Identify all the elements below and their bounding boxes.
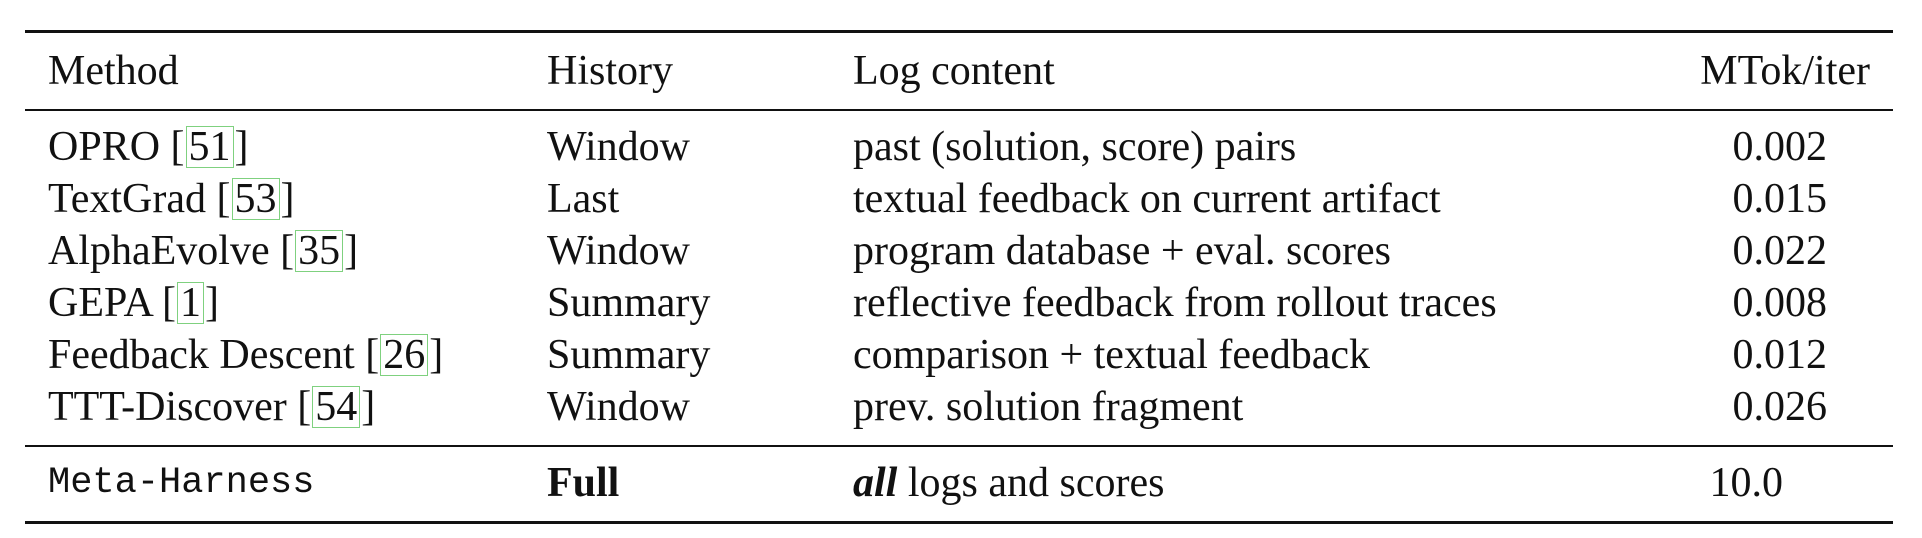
mtok-cell: 0.008 [1732,280,1828,326]
header-method: Method [48,48,179,94]
method-cell: Meta-Harness [48,462,315,504]
method-cell: OPRO [51] [48,124,249,170]
history-cell: Last [547,176,620,222]
log-cell: past (solution, score) pairs [853,124,1297,170]
history-cell: Window [547,384,690,430]
log-rest: logs and scores [897,460,1165,506]
top-rule [25,30,1893,33]
mtok-cell: 10.0 [1709,460,1784,506]
log-cell: all logs and scores [853,458,1164,508]
mtok-cell: 0.022 [1732,228,1828,274]
history-cell: Window [547,228,690,274]
header-rule [25,109,1893,111]
method-name: Feedback Descent [48,332,355,378]
header-history: History [547,48,673,94]
mtok-cell: 0.002 [1732,124,1828,170]
method-cell: Feedback Descent [26] [48,332,444,378]
history-cell: Full [547,460,620,506]
mtok-cell: 0.015 [1732,176,1828,222]
method-cell: TTT-Discover [54] [48,384,376,430]
history-cell: Summary [547,280,711,326]
history-cell: Summary [547,332,711,378]
log-cell: textual feedback on current artifact [853,176,1441,222]
log-cell: prev. solution fragment [853,384,1244,430]
method-name: OPRO [48,124,161,170]
citation-link[interactable]: 53 [231,178,280,220]
citation-link[interactable]: 51 [185,126,234,168]
mtok-cell: 0.026 [1732,384,1828,430]
separator-rule [25,445,1893,447]
bottom-rule [25,521,1893,524]
method-cell: AlphaEvolve [35] [48,228,359,274]
log-emphasis: all [853,460,898,506]
log-cell: comparison + textual feedback [853,332,1370,378]
history-cell: Window [547,124,690,170]
method-name: GEPA [48,280,152,326]
mtok-cell: 0.012 [1732,332,1828,378]
citation-link[interactable]: 1 [177,282,205,324]
log-cell: reflective feedback from rollout traces [853,280,1497,326]
citation-link[interactable]: 54 [312,386,361,428]
method-name: TTT-Discover [48,384,287,430]
method-name: AlphaEvolve [48,228,270,274]
log-cell: program database + eval. scores [853,228,1391,274]
header-mtok: MTok/iter [1700,48,1870,94]
citation-link[interactable]: 26 [380,334,429,376]
header-log-content: Log content [853,48,1055,94]
method-cell: GEPA [1] [48,280,220,326]
citation-link[interactable]: 35 [295,230,344,272]
method-name: TextGrad [48,176,206,222]
method-cell: TextGrad [53] [48,176,295,222]
